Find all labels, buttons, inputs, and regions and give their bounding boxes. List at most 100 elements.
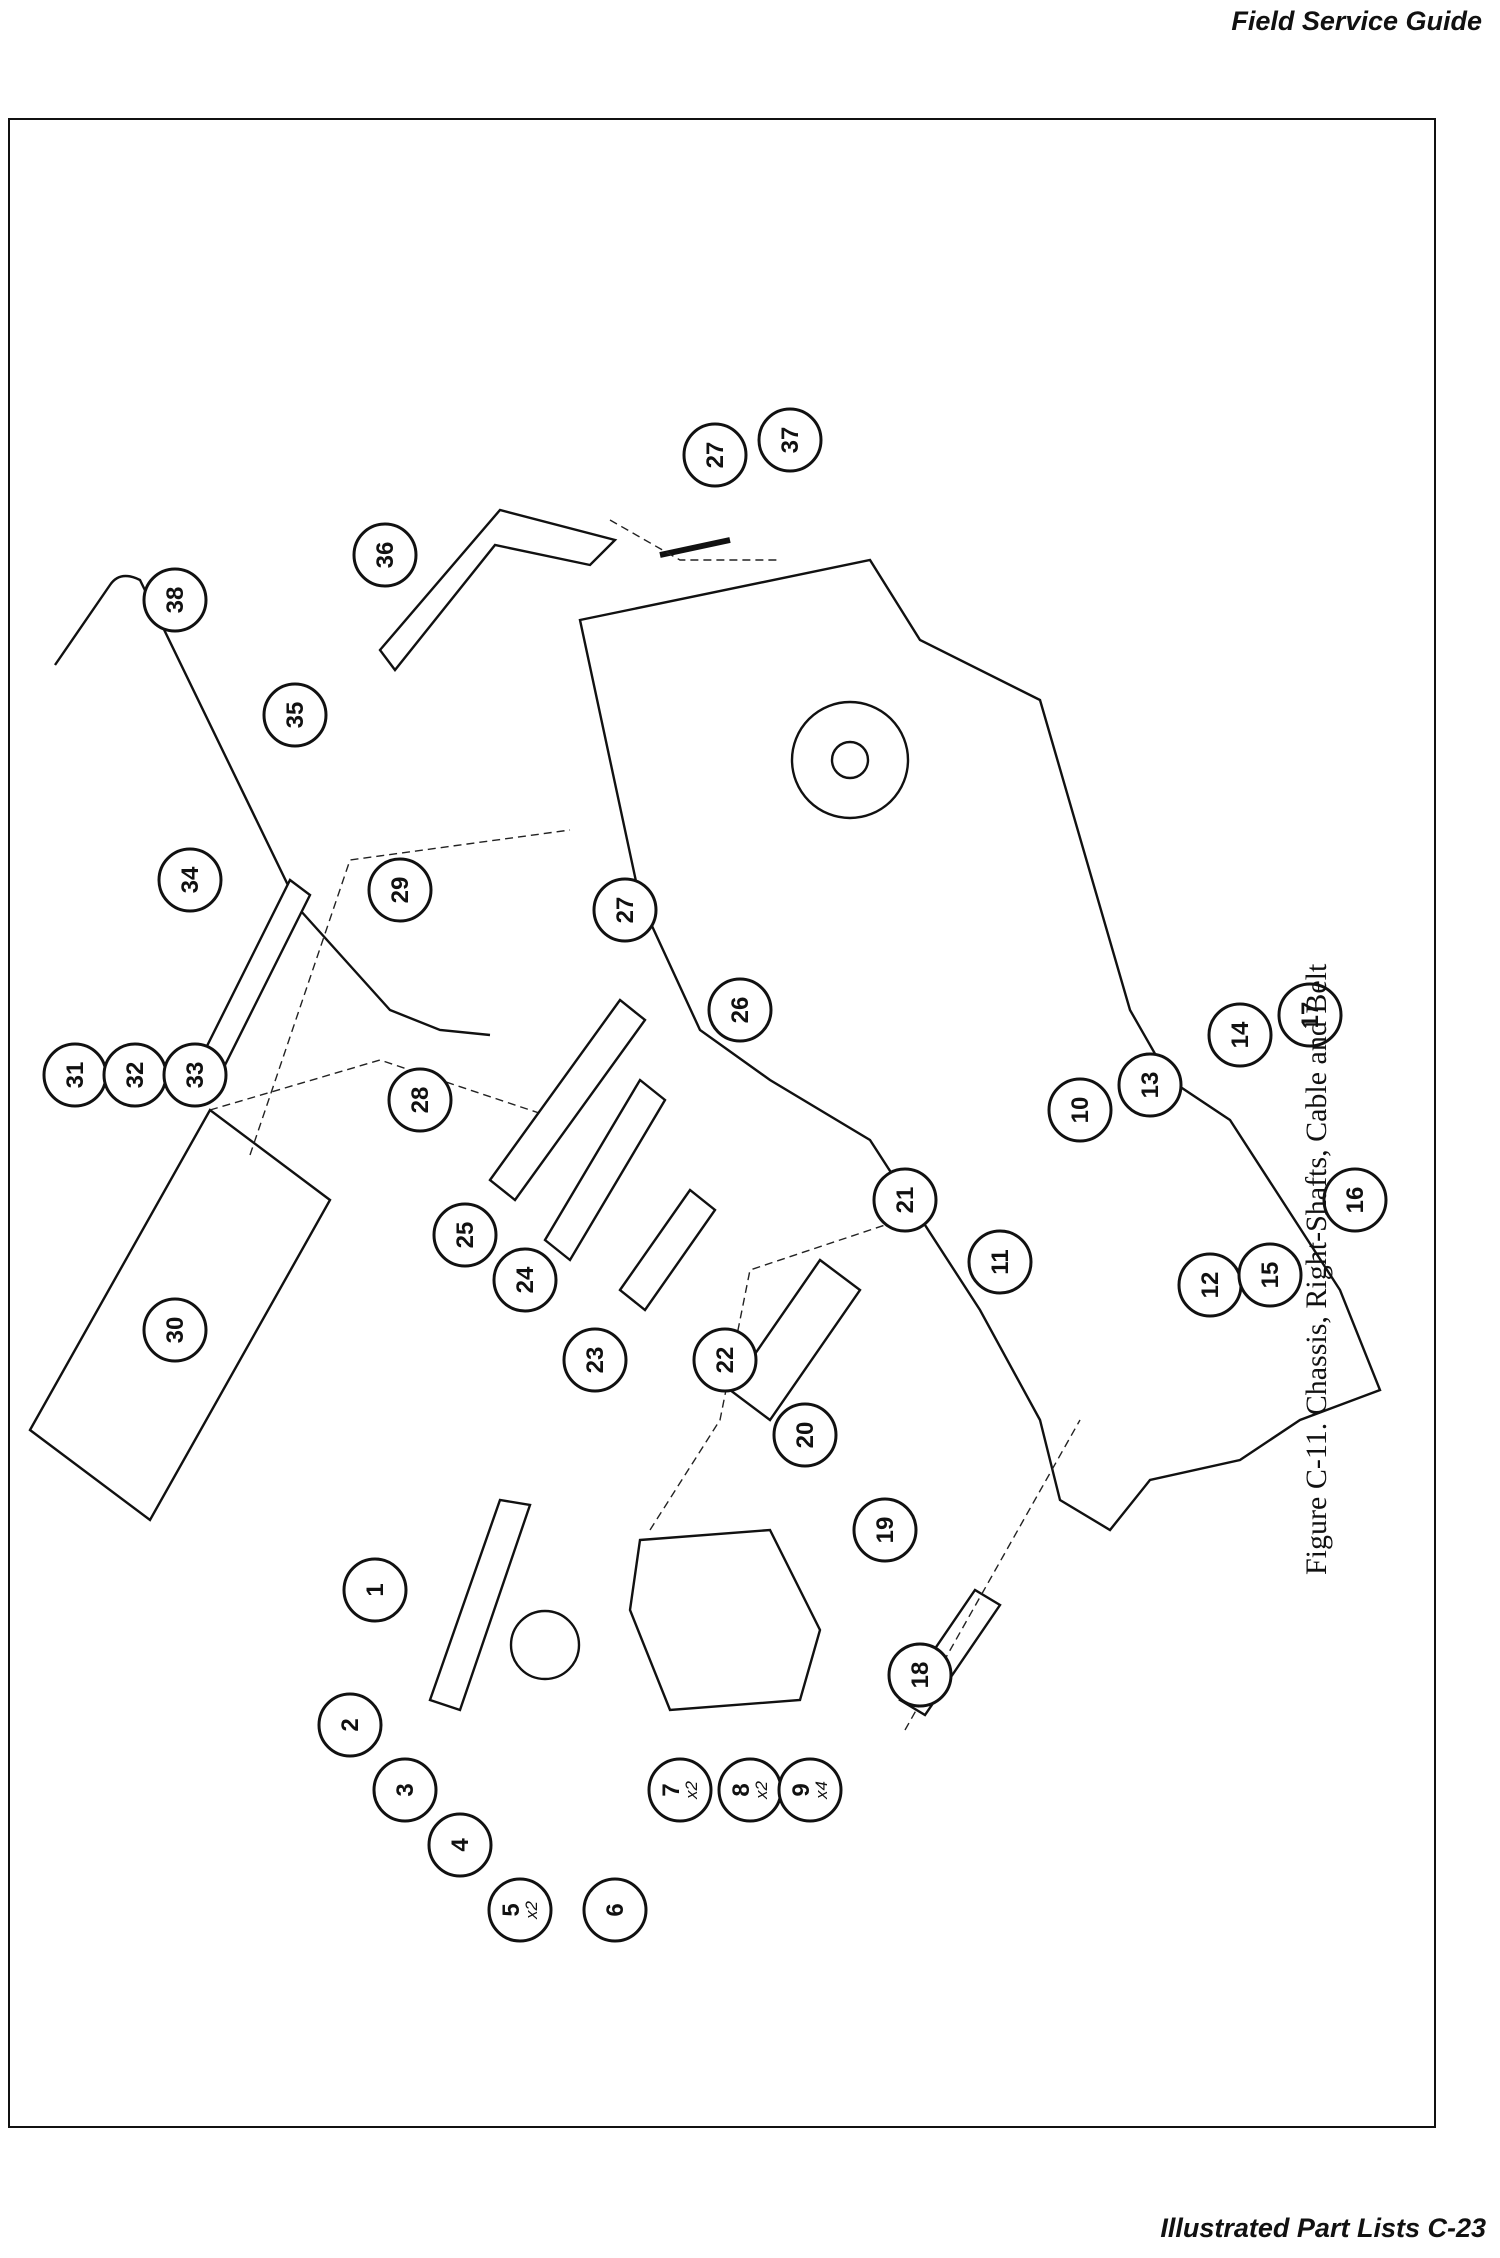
callout-22: 22 bbox=[692, 1327, 758, 1393]
callout-25: 25 bbox=[432, 1202, 498, 1268]
callout-11: 11 bbox=[967, 1229, 1033, 1295]
callout-3: 3 bbox=[372, 1757, 438, 1823]
callout-5: 5x2 bbox=[487, 1877, 553, 1943]
callout-circle bbox=[1322, 1167, 1388, 1233]
callout-35: 35 bbox=[262, 682, 328, 748]
callout-number: 23 bbox=[582, 1347, 609, 1374]
callout-38: 38 bbox=[142, 567, 208, 633]
callout-32: 32 bbox=[102, 1042, 168, 1108]
callout-30: 30 bbox=[142, 1297, 208, 1363]
callout-quantity: x2 bbox=[752, 1780, 771, 1800]
callout-quantity: x2 bbox=[522, 1900, 541, 1920]
callout-number: 5 bbox=[498, 1903, 525, 1916]
callout-21: 21 bbox=[872, 1167, 938, 1233]
callout-circle bbox=[887, 1642, 953, 1708]
callout-number: 15 bbox=[1257, 1262, 1284, 1289]
callout-37: 37 bbox=[757, 407, 823, 473]
callout-number: 19 bbox=[872, 1517, 899, 1544]
callout-16: 16 bbox=[1322, 1167, 1388, 1233]
page-footer: Illustrated Part Lists C-23 bbox=[1160, 2213, 1486, 2243]
callout-number: 13 bbox=[1137, 1072, 1164, 1099]
callout-number: 8 bbox=[728, 1783, 755, 1796]
callout-circle bbox=[487, 1877, 553, 1943]
callout-number: 34 bbox=[177, 866, 204, 893]
callout-circle bbox=[772, 1402, 838, 1468]
callout-number: 4 bbox=[447, 1838, 474, 1852]
callout-number: 18 bbox=[907, 1662, 934, 1689]
belt-drawing bbox=[428, 1498, 532, 1712]
callout-number: 31 bbox=[62, 1062, 89, 1089]
callout-circle bbox=[142, 567, 208, 633]
callout-circle bbox=[427, 1812, 493, 1878]
cable-drawing bbox=[54, 574, 491, 1037]
callout-circle bbox=[1047, 1077, 1113, 1143]
callout-36: 36 bbox=[352, 522, 418, 588]
callout-circle bbox=[352, 522, 418, 588]
callout-circle bbox=[1117, 1052, 1183, 1118]
callout-circle bbox=[162, 1042, 228, 1108]
callout-number: 14 bbox=[1227, 1021, 1254, 1048]
callout-number: 9 bbox=[788, 1783, 815, 1796]
callout-circle bbox=[387, 1067, 453, 1133]
callout-number: 6 bbox=[602, 1903, 629, 1916]
callout-circle bbox=[317, 1692, 383, 1758]
callout-circle bbox=[852, 1497, 918, 1563]
callout-33: 33 bbox=[162, 1042, 228, 1108]
callout-circle bbox=[142, 1297, 208, 1363]
callout-17: 17 bbox=[1277, 982, 1343, 1048]
callout-circle bbox=[647, 1757, 713, 1823]
callout-circle bbox=[342, 1557, 408, 1623]
callout-23: 23 bbox=[562, 1327, 628, 1393]
callout-circle bbox=[262, 682, 328, 748]
callout-27: 27 bbox=[682, 422, 748, 488]
caption-container: Figure C-11. Chassis, Right-Shafts, Cabl… bbox=[1300, 815, 1340, 1575]
figure-frame bbox=[8, 118, 1436, 2128]
callout-10: 10 bbox=[1047, 1077, 1113, 1143]
callout-number: 29 bbox=[387, 877, 414, 904]
callout-number: 33 bbox=[182, 1062, 209, 1089]
callout-number: 25 bbox=[452, 1222, 479, 1249]
callout-number: 16 bbox=[1342, 1187, 1369, 1214]
callout-number: 27 bbox=[702, 442, 729, 469]
callout-circle bbox=[367, 857, 433, 923]
callout-number: 7 bbox=[658, 1783, 685, 1796]
callout-circle bbox=[157, 847, 223, 913]
callout-6: 6 bbox=[582, 1877, 648, 1943]
callout-7: 7x2 bbox=[647, 1757, 713, 1823]
callout-15: 15 bbox=[1237, 1242, 1303, 1308]
callout-8: 8x2 bbox=[717, 1757, 783, 1823]
callout-number: 27 bbox=[612, 897, 639, 924]
callout-circle bbox=[432, 1202, 498, 1268]
callout-circle bbox=[967, 1229, 1033, 1295]
callout-number: 20 bbox=[792, 1422, 819, 1449]
callout-14: 14 bbox=[1207, 1002, 1273, 1068]
callout-number: 12 bbox=[1197, 1272, 1224, 1299]
callout-quantity: x4 bbox=[812, 1781, 831, 1800]
callout-circle bbox=[1207, 1002, 1273, 1068]
callout-circle bbox=[757, 407, 823, 473]
callout-20: 20 bbox=[772, 1402, 838, 1468]
callout-number: 26 bbox=[727, 997, 754, 1024]
callout-13: 13 bbox=[1117, 1052, 1183, 1118]
callout-number: 21 bbox=[892, 1187, 919, 1214]
callout-number: 1 bbox=[362, 1583, 389, 1596]
callout-number: 28 bbox=[407, 1087, 434, 1114]
callout-number: 17 bbox=[1297, 1002, 1324, 1029]
callout-number: 30 bbox=[162, 1317, 189, 1344]
callout-number: 11 bbox=[987, 1249, 1014, 1274]
callout-number: 3 bbox=[392, 1783, 419, 1796]
callout-circle bbox=[707, 977, 773, 1043]
callout-27: 27 bbox=[592, 877, 658, 943]
bracket-drawing bbox=[378, 508, 618, 672]
callout-number: 22 bbox=[712, 1347, 739, 1374]
callout-19: 19 bbox=[852, 1497, 918, 1563]
callout-number: 32 bbox=[122, 1062, 149, 1089]
spring-drawing bbox=[659, 537, 731, 558]
callout-circle bbox=[562, 1327, 628, 1393]
callout-34: 34 bbox=[157, 847, 223, 913]
callout-circle bbox=[682, 422, 748, 488]
callout-28: 28 bbox=[387, 1067, 453, 1133]
callout-number: 24 bbox=[512, 1266, 539, 1293]
callout-circle bbox=[1237, 1242, 1303, 1308]
